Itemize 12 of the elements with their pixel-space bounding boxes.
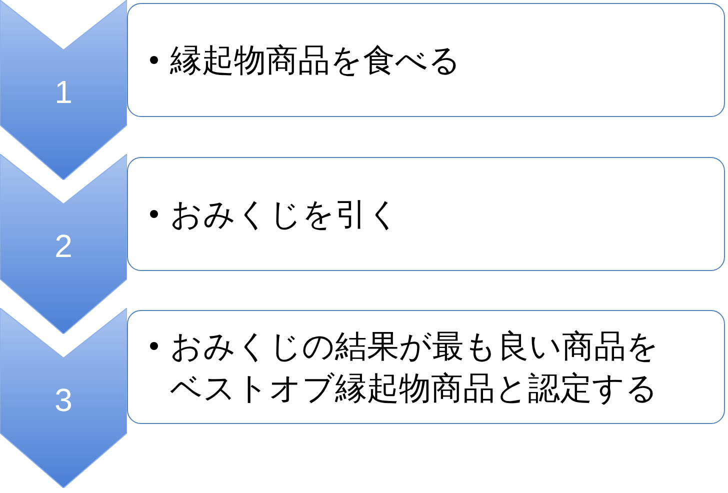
text-box (127, 157, 725, 271)
chevron-step (0, 0, 127, 180)
step-text: おみくじの結果が最も良い商品をベストオブ縁起物商品と認定する (170, 326, 660, 409)
step-number: 2 (54, 228, 74, 265)
chevron-step (0, 308, 127, 488)
step-text: おみくじを引く (170, 194, 401, 235)
step-number: 3 (54, 382, 74, 419)
step-text: 縁起物商品を食べる (170, 40, 462, 81)
step-number: 1 (54, 74, 74, 111)
text-box (127, 310, 725, 424)
text-box (127, 3, 725, 117)
chevron-step (0, 154, 127, 334)
